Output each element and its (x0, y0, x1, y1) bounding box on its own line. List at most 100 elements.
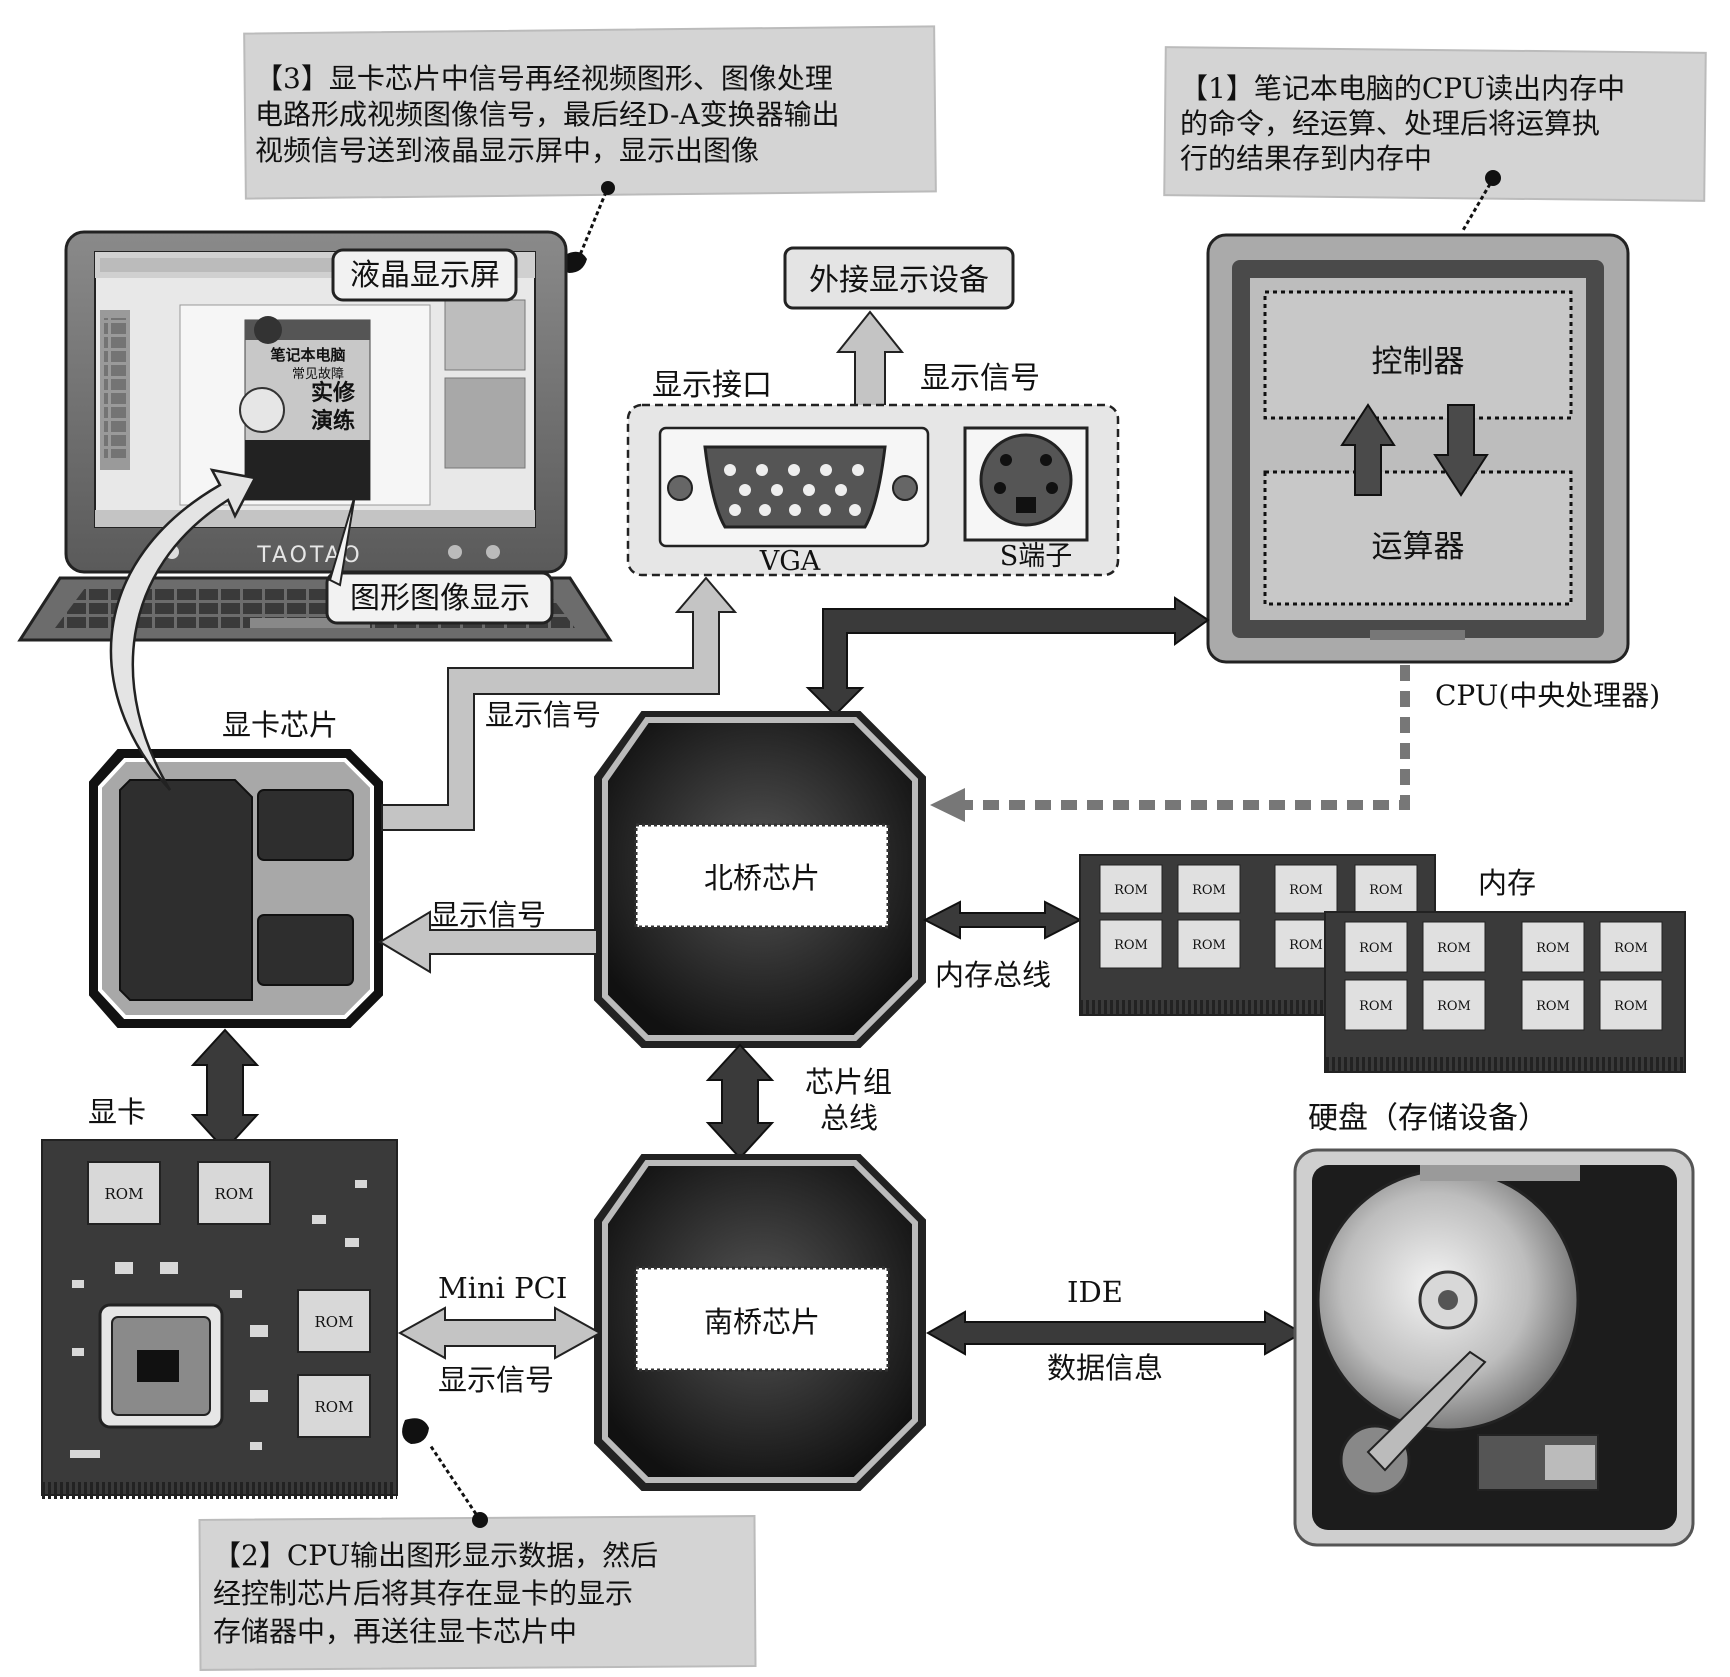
display-port-title: 显示接口 (652, 368, 772, 403)
memory-title: 内存 (1478, 866, 1536, 900)
note-2: 【2】CPU输出图形显示数据，然后 经控制芯片后将其存在显卡的显示 存储器中，再… (198, 1418, 757, 1671)
note-2-line-1: 【2】CPU输出图形显示数据，然后 (213, 1539, 658, 1572)
rom-chip: ROM (1114, 938, 1148, 953)
display-label-box (325, 571, 554, 625)
minipci-label: Mini PCI (438, 1271, 567, 1305)
book-word-1: 实修 (311, 380, 356, 406)
svg-text:电路形成视频图像信号，最后经D-A变换器输出: 电路形成视频图像信号，最后经D-A变换器输出 (255, 98, 840, 131)
note-3-line-1: 【3】显卡芯片中信号再经视频图形、图像处理 (255, 62, 833, 95)
controller-label: 控制器 (1372, 344, 1465, 380)
svg-text:【1】笔记本电脑的CPU读出内存中: 【1】笔记本电脑的CPU读出内存中 (1180, 72, 1625, 105)
display-port-group: 外接显示设备 显示接口 显示信号 VGA S端子 (626, 246, 1120, 577)
book-title: 笔记本电脑 (270, 346, 345, 364)
graphics-card-title: 显卡 (88, 1095, 146, 1129)
southbridge: 南桥芯片 (594, 1154, 926, 1491)
note-3-line-2: 电路形成视频图像信号，最后经D-A变换器输出 (255, 98, 840, 131)
note-1-line-3: 行的结果存到内存中 (1180, 142, 1432, 175)
nb-to-gpu-arrow (378, 910, 598, 974)
rom-chip: ROM (1536, 999, 1570, 1014)
note-3: 【3】显卡芯片中信号再经视频图形、图像处理 电路形成视频图像信号，最后经D-A变… (243, 25, 937, 273)
alu-box (1263, 470, 1573, 606)
note-2-line-3: 存储器中，再送往显卡芯片中 (213, 1615, 577, 1648)
chipset-bus-line-2: 总线 (820, 1101, 878, 1135)
rom-chip: ROM (1437, 999, 1471, 1014)
gpu-signal-up-label: 显示信号 (485, 698, 601, 732)
book-word-2: 演练 (311, 408, 355, 434)
chipset-bus-arrow (705, 1043, 775, 1160)
rom-chip: ROM (1359, 999, 1393, 1014)
minipci-arrow (397, 1306, 603, 1360)
alu-label: 运算器 (1372, 529, 1465, 565)
svg-text:【2】CPU输出图形显示数据，然后: 【2】CPU输出图形显示数据，然后 (213, 1539, 658, 1572)
rom-chip: ROM (1369, 883, 1403, 898)
controller-box (1263, 290, 1573, 420)
chipset-bus-line-1: 芯片组 (805, 1065, 892, 1099)
gpu-to-screen-arrow (109, 468, 257, 791)
memory-bus-label: 内存总线 (935, 958, 1051, 992)
vga-label: VGA (759, 546, 821, 577)
cpu: 控制器 运算器 CPU(中央处理器) (1206, 233, 1660, 712)
book-subtitle: 常见故障 (292, 367, 344, 382)
rom-chip: ROM (1614, 941, 1648, 956)
rom-chip: ROM (1289, 938, 1323, 953)
gpu-title: 显卡芯片 (222, 708, 338, 742)
hard-drive: 硬盘（存储设备） (1293, 1101, 1695, 1547)
graphics-card: 显卡 ROM ROM ROM ROM (41, 1095, 398, 1499)
note-1-line-1: 【1】笔记本电脑的CPU读出内存中 (1180, 72, 1625, 105)
rom-chip: ROM (315, 1398, 354, 1416)
rom-chip: ROM (1536, 941, 1570, 956)
pointer-hand-icon (402, 1418, 429, 1444)
note-3-line-3: 视频信号送到液晶显示屏中，显示出图像 (255, 134, 759, 167)
northbridge-label: 北桥芯片 (704, 861, 820, 895)
vga-connector-icon (703, 445, 887, 529)
ide-data-label: 数据信息 (1047, 1351, 1163, 1385)
cpu-dashed-arrow (930, 665, 1410, 822)
svg-text:行的结果存到内存中: 行的结果存到内存中 (1180, 142, 1432, 175)
northbridge: 北桥芯片 (594, 711, 926, 1048)
gpu-card-arrow (190, 1028, 260, 1152)
svg-text:视频信号送到液晶显示屏中，显示出图像: 视频信号送到液晶显示屏中，显示出图像 (255, 134, 759, 167)
rom-chip: ROM (215, 1185, 254, 1203)
external-display-label: 外接显示设备 (809, 263, 989, 298)
svg-text:的命令，经运算、处理后将运算执: 的命令，经运算、处理后将运算执 (1180, 107, 1600, 140)
rom-chip: ROM (1614, 999, 1648, 1014)
gpu-signal-left-label: 显示信号 (430, 898, 546, 932)
gpu-signal-up-arrow (381, 576, 738, 831)
external-display-box (783, 246, 1015, 310)
note-1-line-2: 的命令，经运算、处理后将运算执 (1180, 107, 1600, 140)
hdd-title: 硬盘（存储设备） (1308, 1101, 1548, 1136)
rom-chip: ROM (1359, 941, 1393, 956)
minipci-signal-label: 显示信号 (438, 1363, 554, 1397)
svg-text:经控制芯片后将其存在显卡的显示: 经控制芯片后将其存在显卡的显示 (213, 1577, 633, 1610)
screen-label: 液晶显示屏 (350, 258, 500, 293)
memory-module-back: ROM ROM ROM ROM ROM ROM ROM (1099, 864, 1418, 969)
laptop: 笔记本电脑 常见故障 实修 演练 TAOTAO 液晶显示屏 图形图像显示 (17, 230, 613, 642)
rom-chip: ROM (105, 1185, 144, 1203)
pointer-hand-icon (561, 251, 587, 273)
book-cover-image: 笔记本电脑 常见故障 实修 演练 (239, 316, 371, 501)
gpu-chip: 显卡芯片 (89, 708, 383, 1028)
ide-arrow (925, 1310, 1305, 1356)
rom-chip: ROM (1114, 883, 1148, 898)
southbridge-label: 南桥芯片 (704, 1305, 820, 1339)
svideo-label: S端子 (1000, 541, 1073, 572)
memory-bus-arrow (922, 900, 1083, 940)
rom-chip: ROM (315, 1313, 354, 1331)
note-1: 【1】笔记本电脑的CPU读出内存中 的命令，经运算、处理后将运算执 行的结果存到… (1163, 46, 1707, 259)
rom-chip: ROM (1192, 938, 1226, 953)
note-2-line-2: 经控制芯片后将其存在显卡的显示 (213, 1577, 633, 1610)
svg-text:【3】显卡芯片中信号再经视频图形、图像处理: 【3】显卡芯片中信号再经视频图形、图像处理 (255, 62, 833, 95)
screen-label-box (331, 248, 518, 302)
memory-module-front: ROM ROM ROM ROM ROM ROM ROM ROM (1344, 921, 1663, 1031)
rom-chip: ROM (1192, 883, 1226, 898)
rom-chip: ROM (1437, 941, 1471, 956)
rom-chip: ROM (1289, 883, 1323, 898)
svg-text:存储器中，再送往显卡芯片中: 存储器中，再送往显卡芯片中 (213, 1615, 577, 1648)
display-label: 图形图像显示 (350, 581, 530, 616)
ide-label: IDE (1067, 1275, 1123, 1309)
memory: 内存 ROM ROM ROM ROM ROM ROM ROM (1079, 854, 1686, 1073)
display-port-signal: 显示信号 (920, 361, 1040, 396)
cpu-bus-arrow (805, 596, 1210, 717)
cpu-caption: CPU(中央处理器) (1435, 679, 1660, 712)
